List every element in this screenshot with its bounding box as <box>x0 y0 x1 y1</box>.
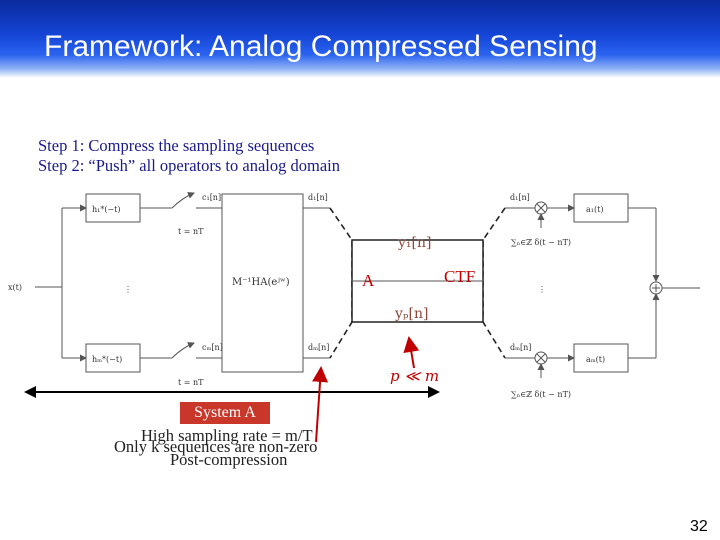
only-k-note: Only k sequences are non-zero <box>114 437 318 456</box>
matrix-label: M⁻¹HA(eʲʷ) <box>232 277 290 288</box>
dots-right: ⋮ <box>538 285 546 294</box>
post-compression-note: Post-compression <box>170 450 288 469</box>
high-rate-note: High sampling rate = m/T <box>141 426 313 445</box>
impulse-top-label: ∑ₙ∈ℤ δ(t − nT) <box>511 238 571 247</box>
filter-top-block <box>85 193 141 223</box>
d-top-right-label: d₁[n] <box>510 193 530 202</box>
rate-arrow <box>312 366 329 443</box>
reconstruct-bottom-block <box>573 343 629 373</box>
c-bottom-label: cₘ[n] <box>202 343 223 352</box>
c-top-label: c₁[n] <box>202 193 221 202</box>
reconstruct-top-block <box>573 193 629 223</box>
sample-top-label: t = nT <box>178 227 204 236</box>
p-less-m: p ≪ m <box>390 367 439 385</box>
matrix-block <box>221 193 304 373</box>
span-arrow-left <box>24 386 36 398</box>
filter-bottom-label: hₘ*(−t) <box>92 355 122 364</box>
ctf-label: CTF <box>444 267 475 286</box>
left-signal-lines <box>35 192 330 362</box>
filter-top-label: h₁*(−t) <box>92 205 121 214</box>
d-top-label: d₁[n] <box>308 193 328 202</box>
system-a-label: System A <box>180 402 270 424</box>
a-block-label: A <box>362 271 375 290</box>
step-1: Step 1: Compress the sampling sequences <box>38 136 315 155</box>
right-signal-lines <box>505 201 700 378</box>
dots-left: ⋮ <box>124 285 132 294</box>
y-bottom-label: yₚ[n] <box>394 306 428 322</box>
impulse-bottom-label: ∑ₙ∈ℤ δ(t − nT) <box>511 390 571 399</box>
sample-bottom-label: t = nT <box>178 378 204 387</box>
out-top-label: a₁(t) <box>586 205 603 214</box>
slide-title: Framework: Analog Compressed Sensing <box>44 30 598 63</box>
d-bottom-right-label: dₘ[n] <box>510 343 531 352</box>
title-bar: Framework: Analog Compressed Sensing <box>0 0 720 78</box>
slide-number: 32 <box>690 518 708 535</box>
span-arrow-right <box>428 386 440 398</box>
y-top-label: y₁[n] <box>397 235 431 251</box>
out-bottom-label: aₘ(t) <box>586 355 605 364</box>
filter-bottom-block <box>85 343 141 373</box>
compression-arrow <box>403 336 420 369</box>
d-bottom-label: dₘ[n] <box>308 343 329 352</box>
dashed-connectors <box>329 207 506 359</box>
step-2: Step 2: “Push” all operators to analog d… <box>38 156 340 175</box>
input-label: x(t) <box>8 283 22 292</box>
